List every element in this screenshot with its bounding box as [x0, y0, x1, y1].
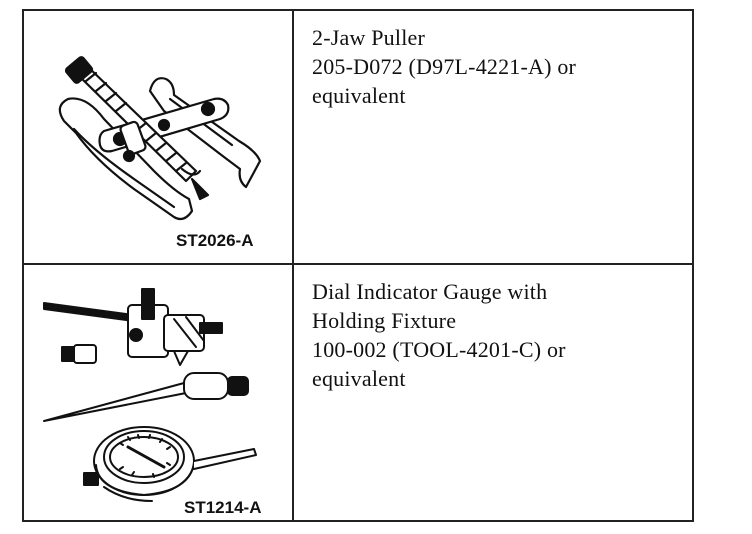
tool-illustration-cell: ST1214-A	[24, 265, 294, 522]
tool-part-number: 100-002 (TOOL-4201-C) or	[312, 337, 566, 362]
tool-alternative: equivalent	[312, 366, 406, 391]
tool-description-cell: Dial Indicator Gauge with Holding Fixtur…	[294, 265, 692, 522]
tool-description-cell: 2-Jaw Puller 205-D072 (D97L-4221-A) or e…	[294, 11, 692, 263]
tool-name-line-1: Dial Indicator Gauge with	[312, 279, 548, 304]
tool-row-puller: ST2026-A 2-Jaw Puller 205-D072 (D97L-422…	[24, 11, 692, 265]
dial-indicator-gauge-icon	[43, 288, 257, 502]
tool-row-dial-indicator: ST1214-A Dial Indicator Gauge with Holdi…	[24, 265, 692, 522]
tool-part-number: 205-D072 (D97L-4221-A) or	[312, 54, 577, 79]
special-tools-table: ST2026-A 2-Jaw Puller 205-D072 (D97L-422…	[22, 9, 694, 522]
tool-name-line-2: Holding Fixture	[312, 308, 457, 333]
illustration-code: ST1214-A	[184, 498, 262, 517]
two-jaw-puller-icon	[58, 56, 262, 221]
tool-name: 2-Jaw Puller	[312, 25, 425, 50]
tool-alternative: equivalent	[312, 83, 406, 108]
illustration-code: ST2026-A	[176, 231, 254, 250]
tool-illustration-cell: ST2026-A	[24, 11, 294, 263]
